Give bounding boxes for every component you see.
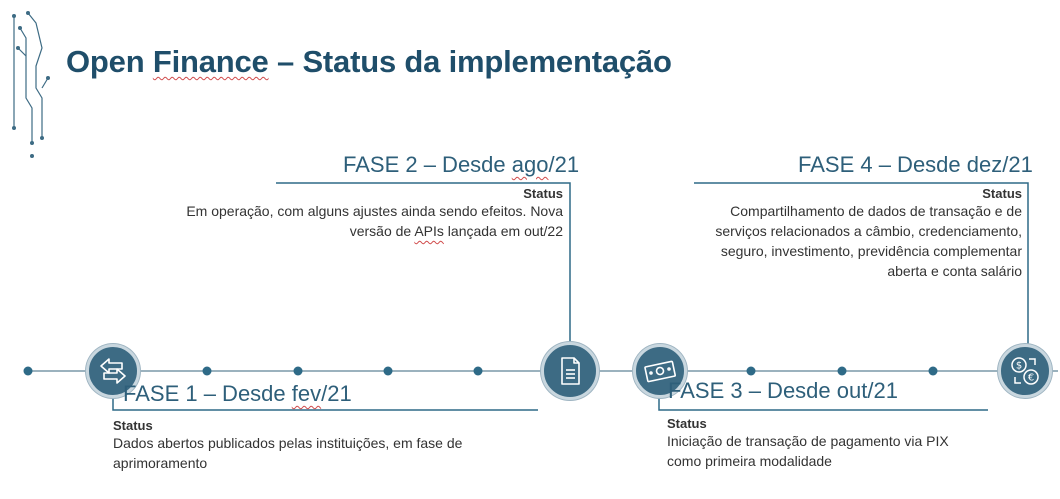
- fase2-title-suffix: /21: [548, 152, 580, 177]
- arrows-exchange-icon: [100, 358, 126, 384]
- title-part3: – Status da implementação: [268, 44, 672, 79]
- fase4-status-line1: Compartilhamento de dados de transação e…: [730, 203, 1022, 219]
- timeline-dot: [293, 366, 303, 376]
- fase1-status: Status Dados abertos publicados pelas in…: [113, 418, 573, 473]
- timeline-dot: [383, 366, 393, 376]
- fase3-connector: [658, 397, 988, 411]
- timeline-dot: [928, 366, 938, 376]
- fase2-status: Status Em operação, com alguns ajustes a…: [103, 186, 563, 241]
- timeline-dot: [473, 366, 483, 376]
- fase2-status-line2b: lançada em out/22: [443, 223, 563, 239]
- currency-exchange-icon: $ €: [1011, 357, 1039, 385]
- fase4-connector: [694, 182, 1029, 345]
- fase1-status-label: Status: [113, 418, 153, 433]
- fase3-status: Status Iniciação de transação de pagamen…: [667, 416, 1047, 471]
- fase4-status-line4: aberta e conta salário: [887, 263, 1022, 279]
- fase4-circle: $ €: [998, 344, 1052, 398]
- fase1-status-line2: aprimoramento: [113, 455, 208, 471]
- fase2-status-line2-mark: APIs: [414, 223, 444, 239]
- fase1-title-prefix: FASE 1 – Desde: [123, 381, 292, 406]
- fase2-title-prefix: FASE 2 – Desde: [343, 152, 512, 177]
- fase4-status-line2: serviços relacionados a câmbio, credenci…: [715, 223, 1022, 239]
- fase2-status-line1: Em operação, com alguns ajustes ainda se…: [186, 203, 563, 219]
- fase1-title: FASE 1 – Desde fev/21: [123, 381, 352, 407]
- fase1-connector: [112, 397, 538, 411]
- fase3-status-line1: Iniciação de transação de pagamento via …: [667, 433, 949, 449]
- fase3-status-label: Status: [667, 416, 707, 431]
- circuit-logo-icon: [12, 11, 50, 158]
- fase3-status-line2: como primeira modalidade: [667, 453, 832, 469]
- fase2-title: FASE 2 – Desde ago/21: [343, 152, 579, 178]
- timeline-dot: [202, 366, 212, 376]
- document-icon: [561, 357, 580, 385]
- timeline-dot: [837, 366, 847, 376]
- fase3-title: FASE 3 – Desde out/21: [668, 378, 898, 403]
- fase1-status-line1: Dados abertos publicados pelas instituiç…: [113, 435, 463, 451]
- fase1-circle: [86, 344, 140, 398]
- fase4-status-line3: seguro, investimento, previdência comple…: [720, 243, 1022, 259]
- fase2-title-mark: ago: [511, 152, 549, 177]
- fase2-status-label: Status: [523, 186, 563, 201]
- banknote-icon: [644, 360, 676, 383]
- fase2-circle: [541, 342, 599, 400]
- fase2-status-line2a: versão de: [349, 223, 415, 239]
- svg-text:€: €: [1028, 373, 1034, 384]
- fase4-status: Status Compartilhamento de dados de tran…: [622, 186, 1022, 281]
- fase2-connector: [276, 182, 571, 345]
- timeline-dot: [23, 366, 33, 376]
- svg-text:$: $: [1016, 361, 1022, 372]
- title-part1: Open: [66, 44, 153, 79]
- title-part2: Finance: [152, 44, 269, 79]
- fase4-title: FASE 4 – Desde dez/21: [798, 152, 1033, 177]
- timeline-dot: [746, 366, 756, 376]
- fase1-title-suffix: /21: [321, 381, 352, 406]
- fase2-status-line2: versão de APIs lançada em out/22: [103, 221, 563, 241]
- fase3-circle: [633, 344, 687, 398]
- fase1-title-mark: fev: [291, 381, 322, 406]
- page-title: Open Finance – Status da implementação: [66, 44, 672, 80]
- fase4-status-label: Status: [982, 186, 1022, 201]
